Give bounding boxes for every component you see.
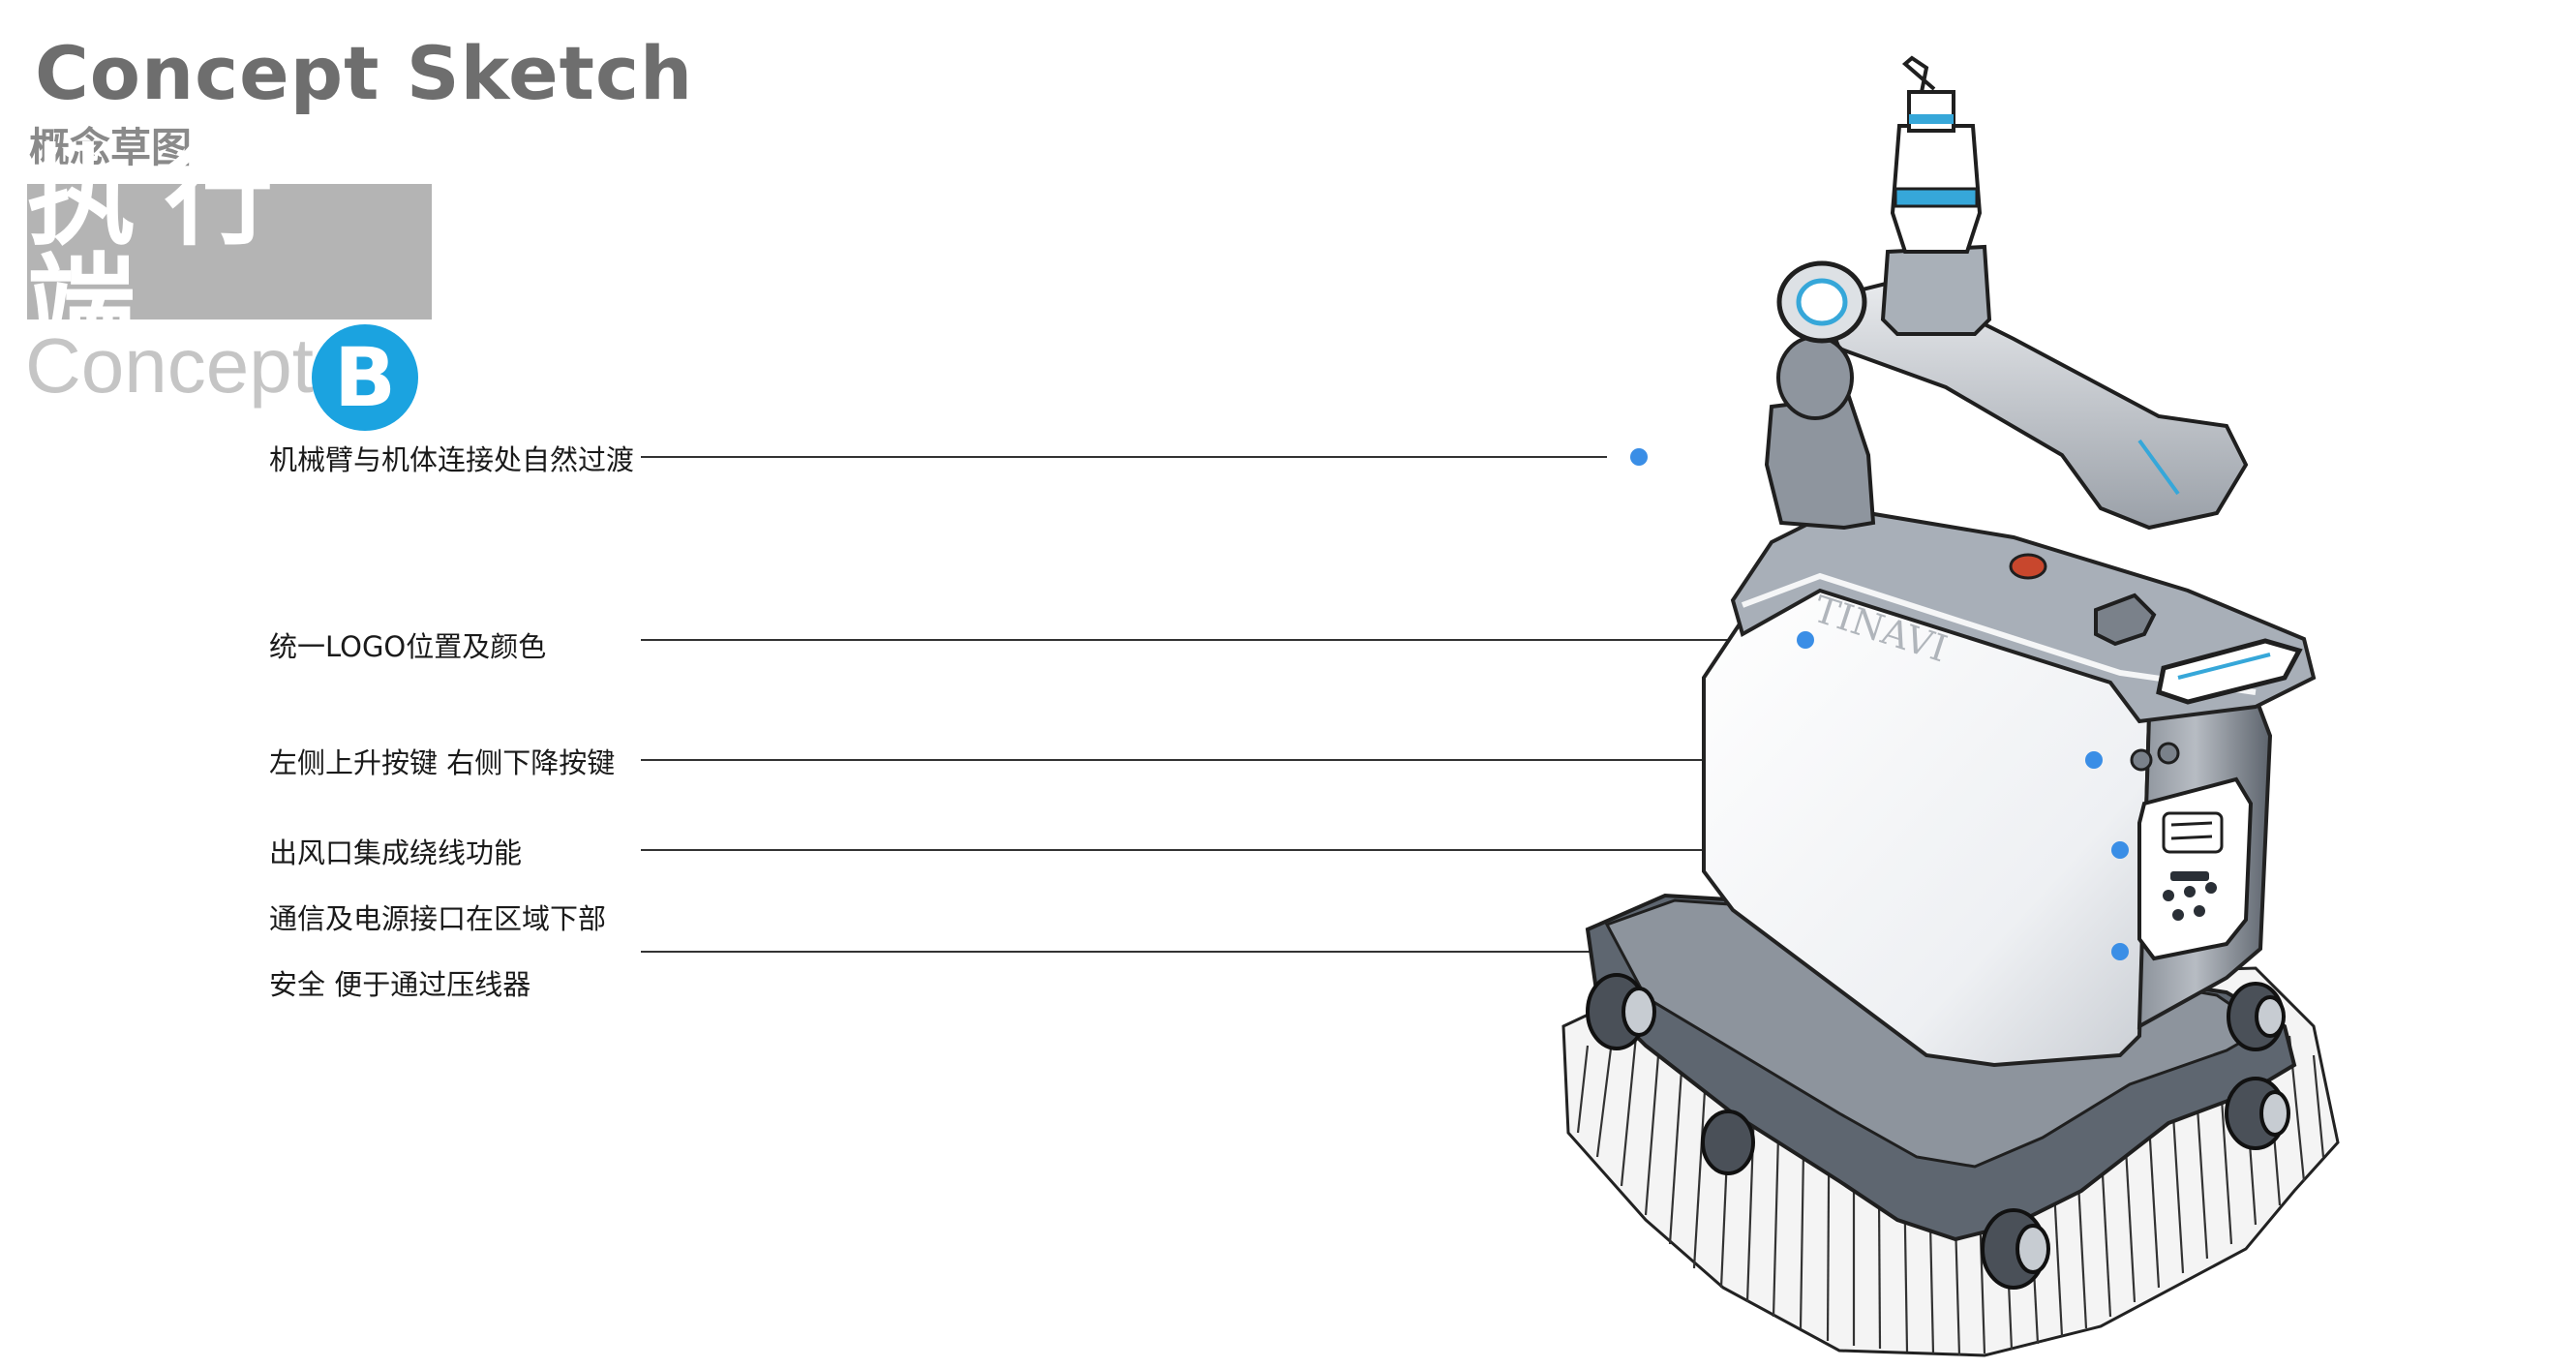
callout-arm-transition: 机械臂与机体连接处自然过渡 [269, 443, 635, 476]
tool-tip [1901, 55, 1936, 93]
lift-down-button [2157, 742, 2180, 765]
port-panel [2137, 776, 2254, 961]
callout-lift-buttons: 左侧上升按键 右侧下降按键 [269, 746, 616, 779]
callout-dots [1630, 448, 2129, 960]
robot-arm [1817, 278, 2249, 531]
callout-dot-5 [2111, 943, 2129, 960]
connector-ports [2163, 871, 2217, 921]
callout-logo-position: 统一LOGO位置及颜色 [269, 630, 547, 663]
title-concept-sketch: Concept Sketch [35, 30, 694, 116]
device-column [1764, 394, 1876, 531]
section-title-background [27, 184, 432, 319]
emergency-button [2009, 553, 2047, 580]
callout-ports: 通信及电源接口在区域下部 [269, 902, 607, 935]
arm-joint-base [1776, 335, 1854, 420]
title-cn-subtitle: 概念草图 [29, 124, 193, 171]
callout-dot-1 [1630, 448, 1648, 466]
callout-safety: 安全 便于通过压线器 [269, 968, 531, 1001]
concept-label: Concept [25, 322, 314, 409]
callout-dot-4 [2111, 841, 2129, 859]
callout-dot-2 [1797, 631, 1814, 649]
callout-dot-3 [2085, 751, 2103, 769]
arm-tower [1880, 244, 1992, 336]
air-outlet [2162, 811, 2224, 854]
callout-air-outlet: 出风口集成绕线功能 [269, 836, 523, 869]
wheels [1586, 973, 2290, 1290]
lift-up-button [2130, 748, 2153, 772]
concept-letter-badge: B [312, 324, 418, 431]
top-button-pod [2094, 593, 2157, 647]
